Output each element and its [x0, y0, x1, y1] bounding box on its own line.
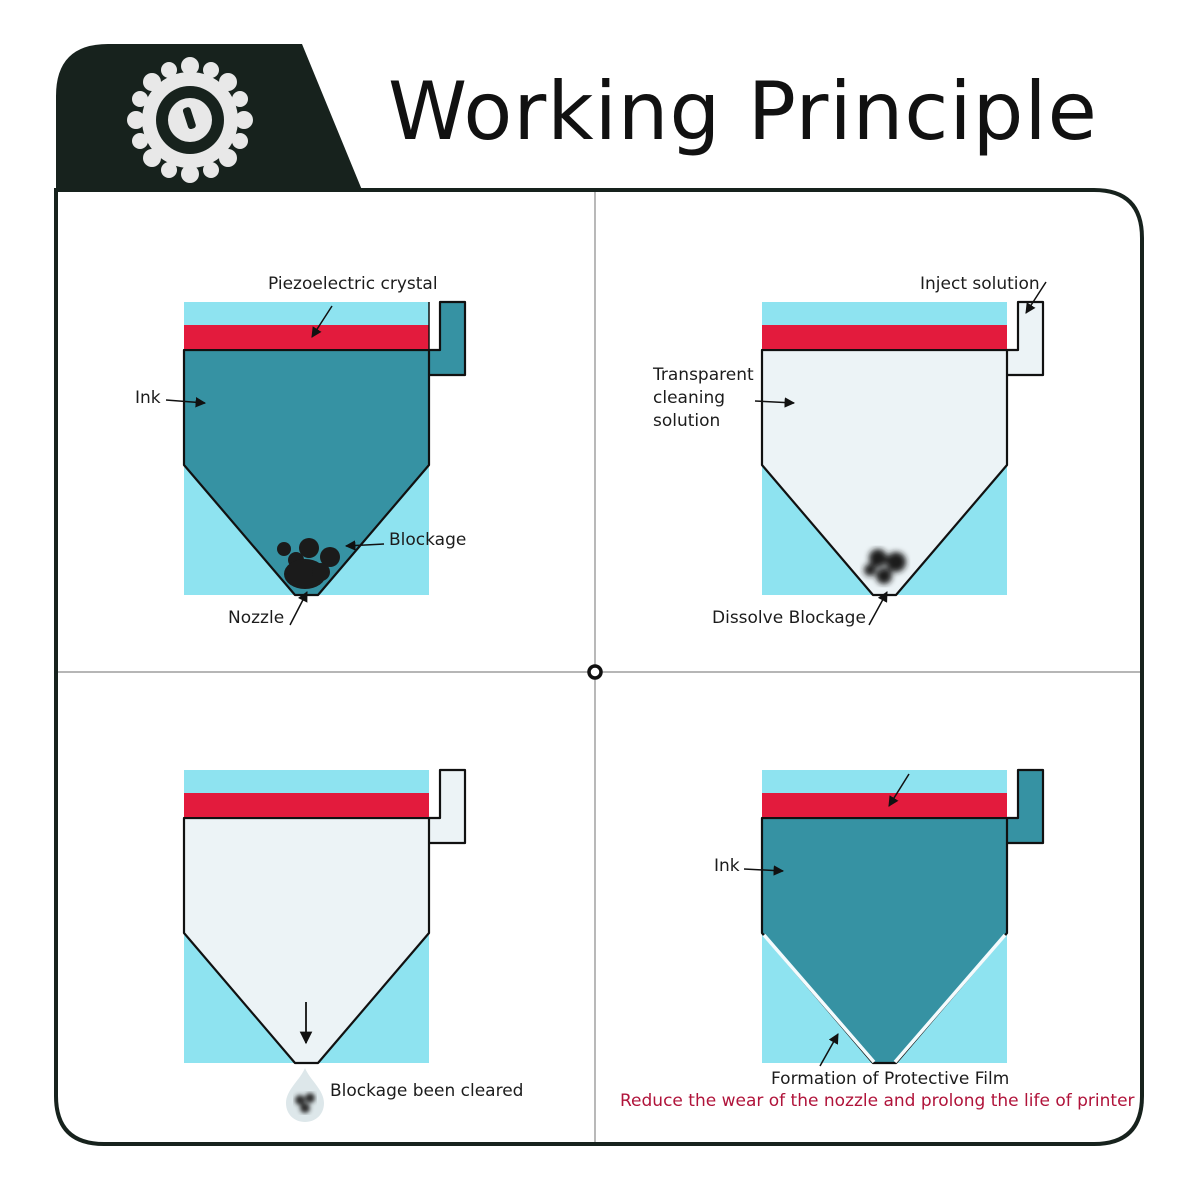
label-ink-2: Ink	[714, 856, 740, 876]
cleared-blockage	[295, 1093, 315, 1113]
panel-2-chamber	[754, 281, 1047, 626]
center-marker	[587, 664, 603, 680]
dissolving-blockage	[864, 549, 906, 584]
protective-film	[762, 933, 1007, 1064]
label-piezoelectric-crystal: Piezoelectric crystal	[268, 274, 438, 294]
arrow-solution	[754, 397, 796, 408]
label-ink: Ink	[135, 388, 161, 408]
note-reduce-wear: Reduce the wear of the nozzle and prolon…	[620, 1091, 1135, 1111]
blockage-particles	[277, 538, 340, 589]
gear-icon	[127, 57, 253, 183]
label-protective-film: Formation of Protective Film	[771, 1069, 1010, 1089]
arrow-film	[819, 1033, 839, 1067]
arrow-ink-2	[743, 865, 785, 876]
arrow-inject	[1025, 281, 1047, 314]
panel-4-chamber	[743, 768, 1045, 1067]
arrow-piezo	[311, 305, 333, 338]
label-blockage-cleared: Blockage been cleared	[330, 1081, 524, 1101]
label-blockage: Blockage	[389, 530, 467, 550]
label-cleaning: cleaning	[653, 388, 726, 408]
arrow-dissolve	[868, 591, 888, 626]
panel-3-chamber	[182, 768, 467, 1122]
arrow-nozzle	[289, 591, 308, 626]
page-title: Working Principle	[388, 65, 1098, 158]
label-solution: solution	[653, 411, 721, 431]
label-transparent: Transparent	[653, 365, 754, 385]
arrow-blockage	[344, 540, 385, 551]
arrow-crystal	[888, 773, 910, 807]
label-nozzle: Nozzle	[228, 608, 285, 628]
panel-1-chamber	[165, 300, 467, 626]
arrow-ink	[165, 397, 207, 408]
ejected-droplet	[286, 1068, 324, 1122]
label-inject-solution: Inject solution	[920, 274, 1040, 294]
label-dissolve-blockage: Dissolve Blockage	[712, 608, 866, 628]
